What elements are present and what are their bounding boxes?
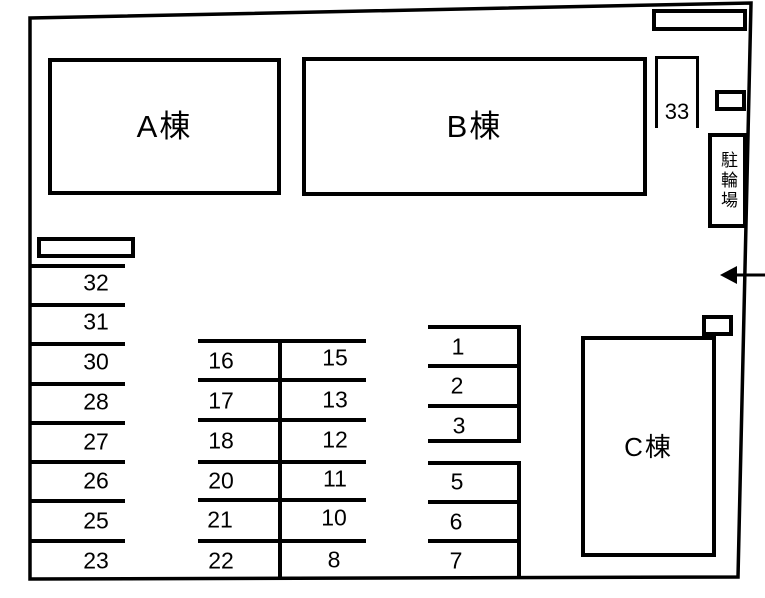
stall-label: 13 xyxy=(322,386,348,413)
stall-label: 32 xyxy=(83,269,109,296)
stall-label: 31 xyxy=(83,308,109,335)
stall-33-outline xyxy=(655,56,699,128)
stall-label: 26 xyxy=(83,467,109,494)
stall-divider-line xyxy=(428,325,520,329)
bicycle-parking-label: 駐輪場 xyxy=(718,150,737,211)
stall-label: 16 xyxy=(208,347,234,374)
stall-divider-line xyxy=(30,539,125,543)
stall-label: 20 xyxy=(208,467,234,494)
stall-label: 30 xyxy=(83,348,109,375)
building-c-label: C棟 xyxy=(624,431,673,462)
blank-box-c-corner xyxy=(702,315,733,336)
stall-divider-line xyxy=(30,264,125,268)
stall-divider-line xyxy=(30,460,125,464)
stall-label: 1 xyxy=(451,333,465,360)
stall-divider-line xyxy=(428,404,520,408)
stall-label: 10 xyxy=(321,504,347,531)
stall-label: 18 xyxy=(208,427,234,454)
stall-divider-line xyxy=(428,461,520,465)
stall-divider-line xyxy=(517,461,521,578)
stall-label: 3 xyxy=(452,412,466,439)
stall-divider-line xyxy=(30,382,125,386)
stall-label: 23 xyxy=(83,547,109,574)
blank-box-left xyxy=(37,237,135,258)
stall-divider-line xyxy=(198,378,366,382)
stall-divider-line xyxy=(198,460,366,464)
stall-divider-line xyxy=(198,498,366,502)
stall-divider-line xyxy=(198,539,366,543)
stall-divider-line xyxy=(30,342,125,346)
entrance-arrow-icon xyxy=(720,266,765,284)
blank-box-right-upper xyxy=(715,90,746,111)
stall-label: 12 xyxy=(322,426,348,453)
stall-divider-line xyxy=(198,339,366,343)
stall-label: 5 xyxy=(450,468,464,495)
stall-divider-line xyxy=(198,418,366,422)
stall-divider-line xyxy=(428,539,520,543)
stall-label: 11 xyxy=(323,465,347,492)
stall-label: 8 xyxy=(327,546,341,573)
stall-label: 7 xyxy=(449,547,463,574)
building-a-label: A棟 xyxy=(136,109,193,144)
stall-33-label: 33 xyxy=(664,99,690,124)
stall-label: 25 xyxy=(83,507,109,534)
stall-divider-line xyxy=(30,303,125,307)
stall-label: 27 xyxy=(83,428,109,455)
bicycle-parking-box: 駐輪場 xyxy=(708,133,747,228)
building-c: C棟 xyxy=(581,336,716,557)
building-b: B棟 xyxy=(302,57,647,196)
site-boundary-outline xyxy=(28,1,753,581)
stall-divider-line xyxy=(428,364,520,368)
stall-label: 2 xyxy=(450,372,464,399)
stall-divider-line xyxy=(30,421,125,425)
building-b-label: B棟 xyxy=(446,109,503,144)
stall-divider-line xyxy=(278,339,282,579)
stall-label: 15 xyxy=(322,344,348,371)
stall-divider-line xyxy=(517,325,521,443)
stall-label: 21 xyxy=(207,506,233,533)
stall-divider-line xyxy=(428,500,520,504)
stall-label: 28 xyxy=(83,388,109,415)
stall-label: 6 xyxy=(449,508,463,535)
stall-label: 22 xyxy=(208,547,234,574)
blank-box-top-right xyxy=(652,9,747,31)
stall-label: 17 xyxy=(208,387,234,414)
stall-divider-line xyxy=(30,499,125,503)
building-a: A棟 xyxy=(48,58,281,195)
stall-divider-line xyxy=(428,439,520,443)
